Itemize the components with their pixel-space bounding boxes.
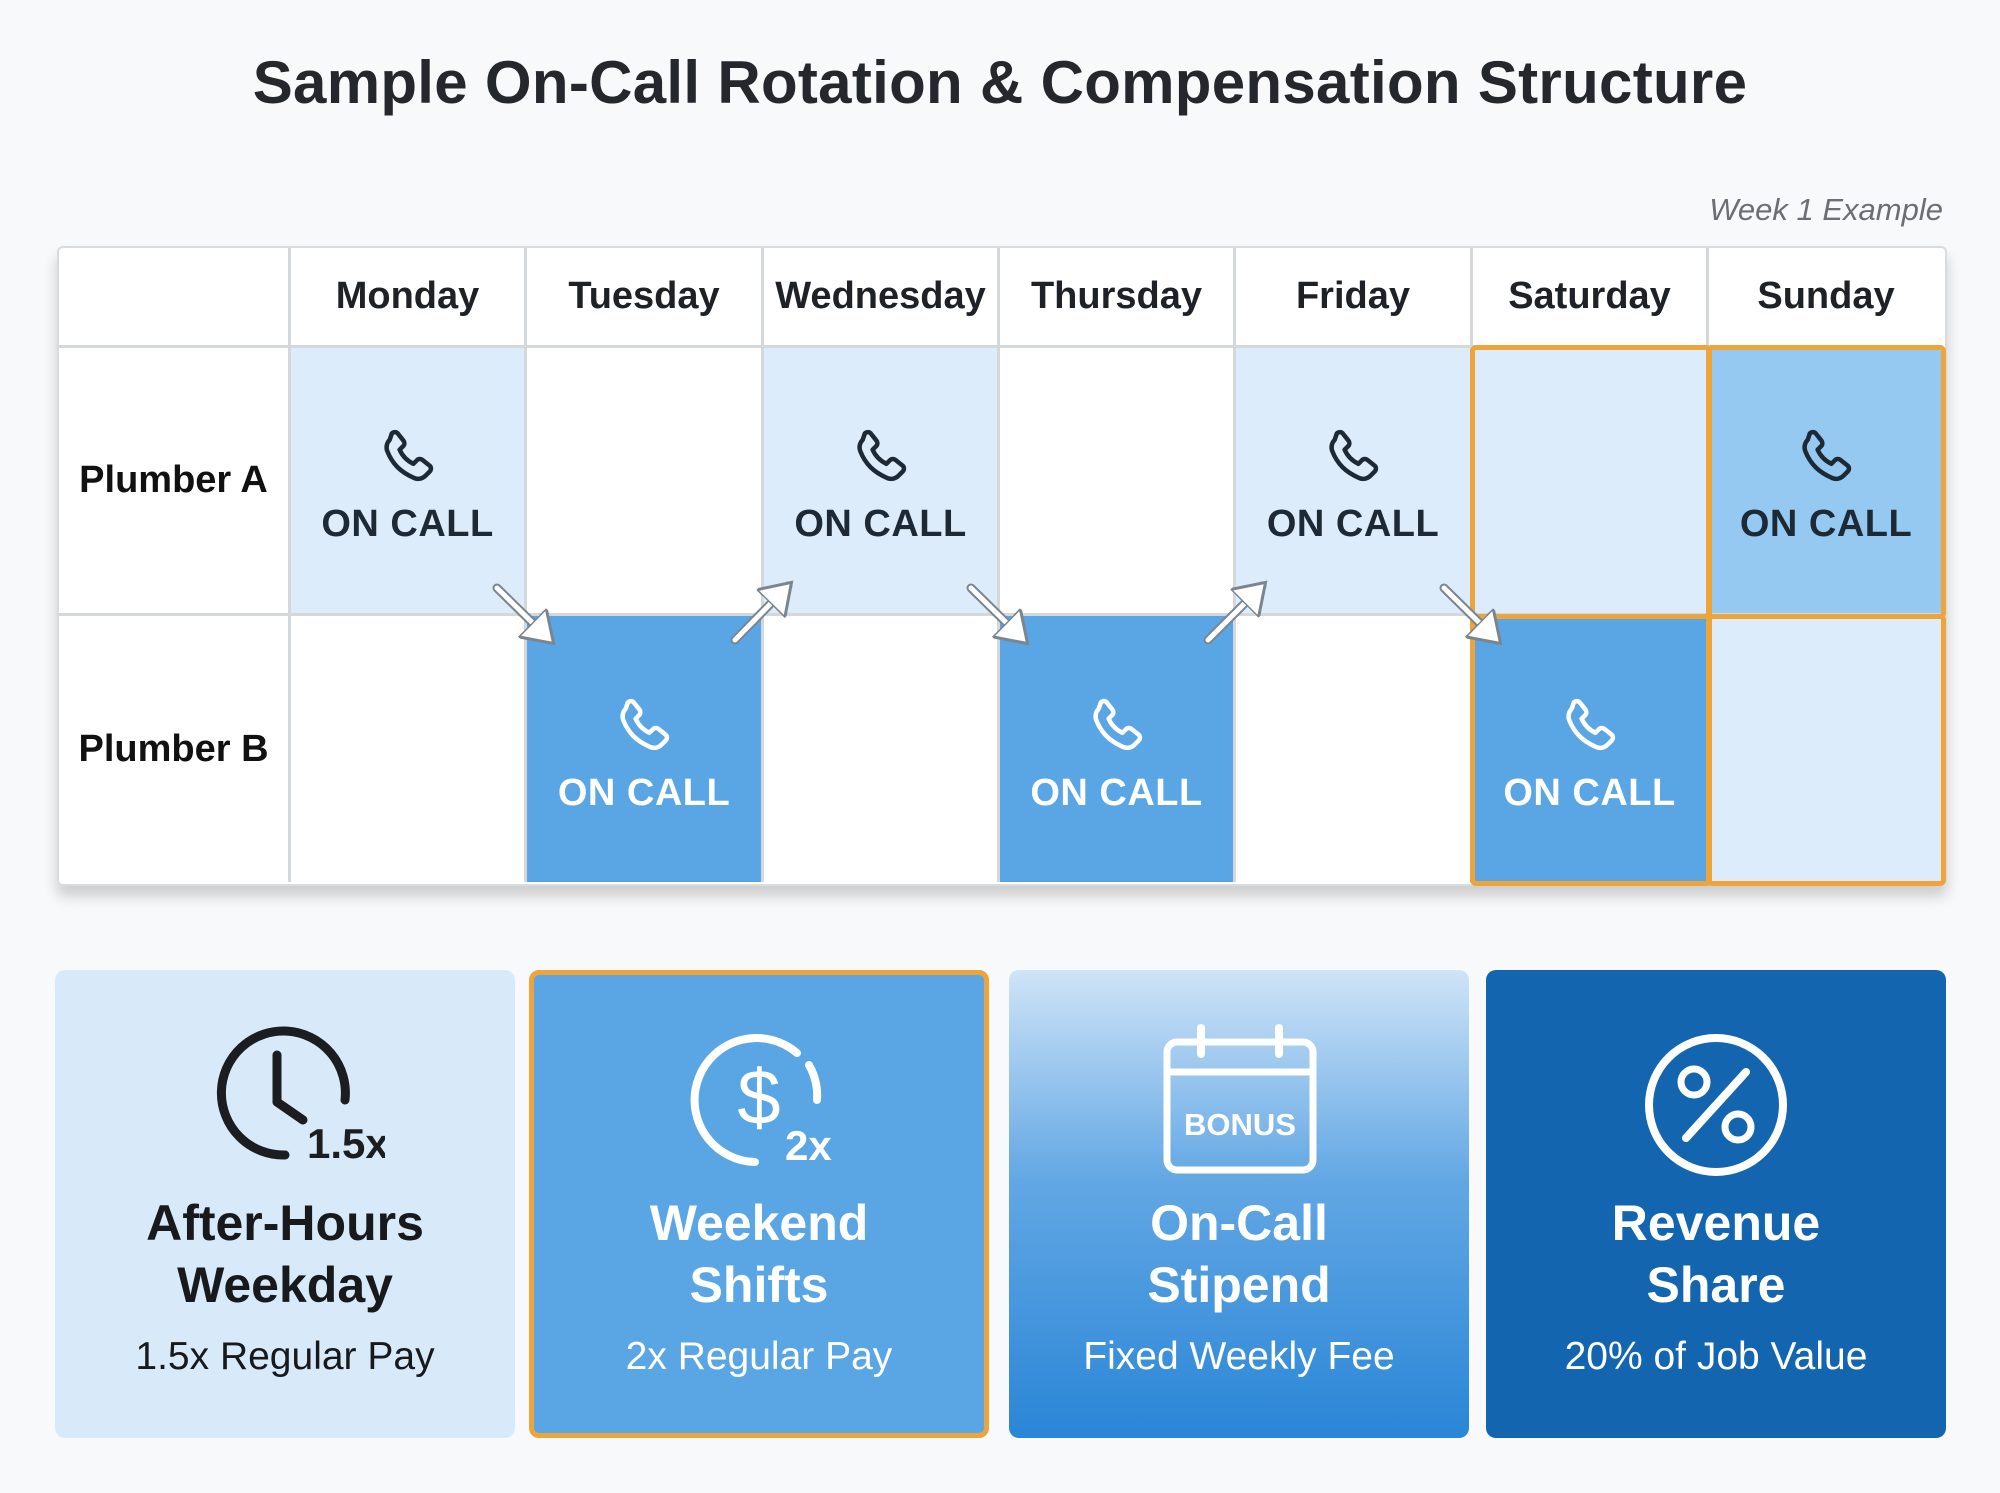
- day-header-friday: Friday: [1236, 248, 1473, 348]
- card-title: Weekend Shifts: [649, 1195, 869, 1313]
- percent-icon: [1645, 1034, 1787, 1176]
- slot-plumber-a-saturday[interactable]: [1473, 348, 1709, 616]
- phone-icon: [1802, 429, 1852, 482]
- slot-plumber-b-friday[interactable]: [1236, 616, 1473, 882]
- slot-plumber-a-wednesday[interactable]: ON CALL: [764, 348, 1000, 616]
- day-header-monday: Monday: [291, 248, 527, 348]
- card-subtitle: 20% of Job Value: [1564, 1335, 1868, 1378]
- card-title: Revenue Share: [1611, 1195, 1821, 1313]
- row-header-plumber-b: Plumber B: [59, 616, 291, 882]
- slot-plumber-b-tuesday[interactable]: ON CALL: [527, 616, 764, 882]
- card-title: On-Call Stipend: [1147, 1195, 1331, 1313]
- multiplier-badge: 1.5x: [307, 1120, 385, 1167]
- bonus-badge: BONUS: [1184, 1107, 1296, 1142]
- phone-icon: [1565, 698, 1615, 750]
- on-call-label: ON CALL: [1266, 503, 1440, 545]
- phone-icon: [1329, 429, 1379, 482]
- slot-plumber-a-friday[interactable]: ON CALL: [1236, 348, 1473, 616]
- corner-cell: [59, 248, 291, 348]
- slot-plumber-b-thursday[interactable]: ON CALL: [1000, 616, 1236, 882]
- day-header-saturday: Saturday: [1473, 248, 1709, 348]
- on-call-label: ON CALL: [1030, 771, 1203, 814]
- card-weekend-shifts[interactable]: $ 2x Weekend Shifts 2x Regular Pay: [529, 970, 989, 1438]
- card-title: After-Hours Weekday: [146, 1195, 424, 1313]
- day-header-sunday: Sunday: [1709, 248, 1943, 348]
- slot-plumber-b-sunday[interactable]: [1709, 616, 1943, 882]
- dollar-sign: $: [737, 1053, 780, 1141]
- dollar-cycle-icon: $ 2x: [690, 1034, 832, 1169]
- multiplier-badge: 2x: [785, 1122, 832, 1169]
- page-title: Sample On-Call Rotation & Compensation S…: [252, 49, 1748, 116]
- slot-plumber-b-saturday[interactable]: ON CALL: [1473, 616, 1709, 882]
- slot-plumber-a-monday[interactable]: ON CALL: [291, 348, 527, 616]
- rotation-table: Monday Tuesday Wednesday Thursday Friday…: [57, 246, 1947, 886]
- day-header-tuesday: Tuesday: [527, 248, 764, 348]
- slot-plumber-b-wednesday[interactable]: [764, 616, 1000, 882]
- card-subtitle: 1.5x Regular Pay: [135, 1335, 435, 1378]
- on-call-label: ON CALL: [794, 503, 967, 545]
- slot-plumber-a-thursday[interactable]: [1000, 348, 1236, 616]
- on-call-label: ON CALL: [1739, 503, 1913, 545]
- phone-icon: [620, 698, 670, 750]
- card-on-call-stipend[interactable]: BONUS On-Call Stipend Fixed Weekly Fee: [1009, 970, 1469, 1438]
- card-subtitle: Fixed Weekly Fee: [1083, 1335, 1395, 1378]
- week-label: Week 1 Example: [1709, 192, 1943, 227]
- day-header-wednesday: Wednesday: [764, 248, 1000, 348]
- card-subtitle: 2x Regular Pay: [625, 1335, 893, 1378]
- card-after-hours-weekday[interactable]: 1.5x After-Hours Weekday 1.5x Regular Pa…: [55, 970, 515, 1438]
- calendar-bonus-icon: BONUS: [1163, 1024, 1317, 1174]
- on-call-label: ON CALL: [321, 503, 494, 545]
- phone-icon: [1092, 698, 1142, 750]
- slot-plumber-a-sunday[interactable]: ON CALL: [1709, 348, 1943, 616]
- card-revenue-share[interactable]: Revenue Share 20% of Job Value: [1486, 970, 1946, 1438]
- slot-plumber-b-monday[interactable]: [291, 616, 527, 882]
- slot-plumber-a-tuesday[interactable]: [527, 348, 764, 616]
- phone-icon: [856, 429, 906, 482]
- on-call-label: ON CALL: [1503, 771, 1676, 814]
- day-header-thursday: Thursday: [1000, 248, 1236, 348]
- on-call-label: ON CALL: [557, 771, 731, 814]
- phone-icon: [383, 429, 433, 482]
- clock-icon: 1.5x: [216, 1026, 385, 1167]
- row-header-plumber-a: Plumber A: [59, 348, 291, 616]
